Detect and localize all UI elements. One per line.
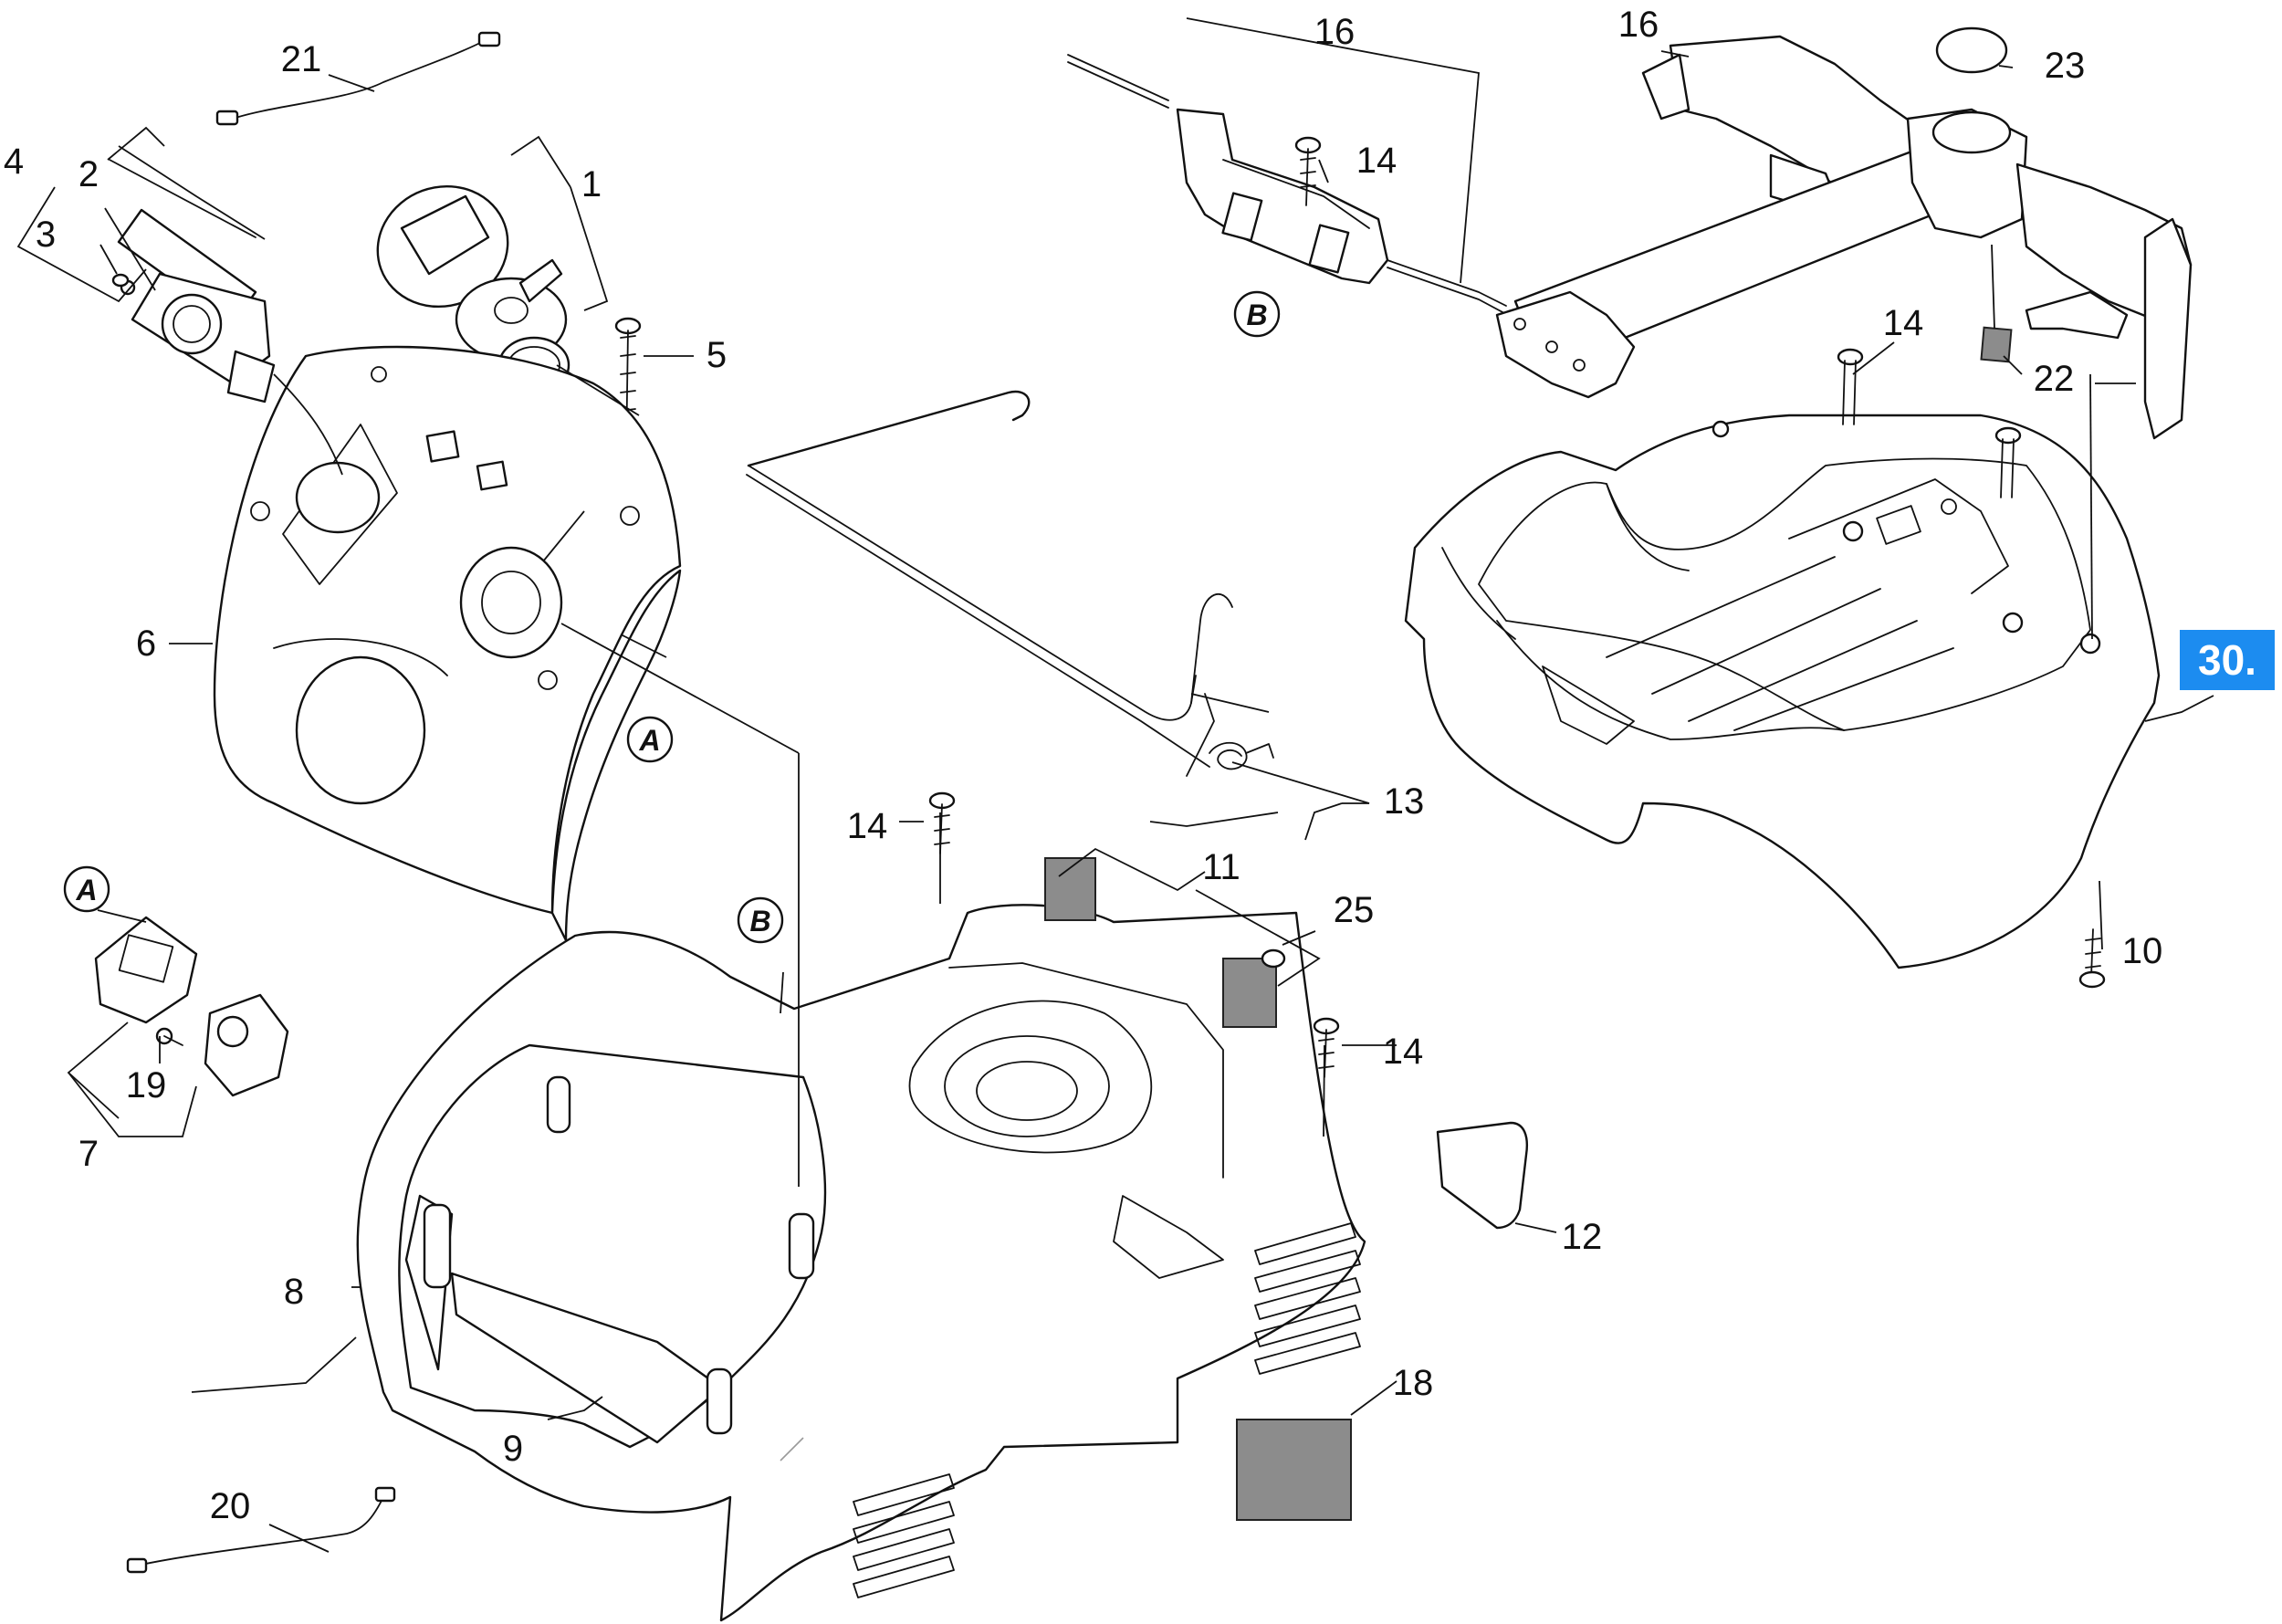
part-5-screw: [614, 317, 642, 457]
callout-3: 3: [36, 215, 56, 255]
svg-text:B: B: [1246, 299, 1267, 331]
callout-5: 5: [707, 335, 727, 375]
ref-marker-b-lower: B: [737, 896, 784, 944]
part-3-screw: [111, 273, 130, 288]
part-4-socket-assembly: [109, 159, 276, 403]
callout-2: 2: [79, 154, 99, 194]
callout-7: 7: [79, 1134, 99, 1174]
part-tray: [1404, 414, 2161, 969]
callout-12: 12: [1562, 1217, 1603, 1257]
callout-14-lower: 14: [1383, 1032, 1424, 1072]
svg-text:A: A: [638, 724, 660, 757]
group-number-badge: 30.: [2180, 630, 2275, 690]
callout-25: 25: [1334, 890, 1375, 930]
callout-20: 21: [281, 39, 322, 79]
part-handle-frame: [1495, 35, 2193, 440]
ref-marker-a-lower: A: [63, 865, 110, 913]
callout-14-upper: 14: [1356, 141, 1397, 181]
part-8-main-housing: [356, 904, 1366, 1622]
part-21-cable: [126, 1486, 396, 1574]
part-14-screw-e: [1313, 1017, 1340, 1078]
callout-22: 22: [2034, 359, 2075, 399]
ref-marker-a-upper: A: [626, 716, 674, 763]
callout-18: 18: [1393, 1363, 1434, 1403]
part-14-screw-a: [1294, 136, 1322, 206]
ref-marker-b-upper: B: [1233, 290, 1281, 338]
part-23-cap: [1935, 26, 2008, 74]
part-11-filter-pads: [1044, 857, 1286, 1028]
callout-6: 6: [136, 623, 156, 664]
callout-10: 10: [2122, 931, 2163, 971]
part-10-screw: [2078, 928, 2106, 989]
callout-9: 9: [503, 1429, 523, 1469]
part-14-screw-c: [1994, 426, 2022, 498]
callout-14-mid: 14: [847, 806, 888, 846]
part-12-label: [1436, 1121, 1528, 1230]
part-16-bracket: [1067, 54, 1507, 314]
leader-lines: [16, 17, 2214, 1553]
svg-text:A: A: [75, 874, 97, 906]
part-14-screw-d: [928, 791, 956, 854]
part-22-label: [1980, 326, 2013, 363]
callout-11: 11: [1202, 847, 1240, 887]
callout-14-right: 14: [1883, 303, 1924, 343]
callout-4: 4: [4, 141, 24, 182]
part-20-cable: [215, 31, 501, 126]
callout-1: 1: [581, 164, 602, 204]
callout-8: 8: [284, 1272, 304, 1312]
callout-13: 13: [1384, 781, 1425, 822]
callout-labels: 21 4 2 3 1 5 6 16 14 16 23 14 22 13 14 1…: [4, 5, 2162, 1526]
callout-23: 23: [2045, 46, 2086, 86]
callout-21: 20: [210, 1486, 251, 1526]
vent-slots-right: [1254, 1222, 1361, 1375]
part-13-rod-and-spring: [746, 390, 1274, 777]
part-18-filter-mat: [1236, 1419, 1352, 1521]
svg-text:B: B: [749, 905, 770, 938]
callout-16-right: 16: [1618, 5, 1659, 45]
callout-16-left: 16: [1314, 12, 1356, 52]
vent-slots-front: [853, 1473, 955, 1598]
part-14-screw-b: [1837, 348, 1864, 425]
callout-19: 19: [126, 1065, 167, 1105]
part-6-front-cover: [213, 345, 682, 942]
part-7-switch-assembly: [94, 916, 289, 1097]
